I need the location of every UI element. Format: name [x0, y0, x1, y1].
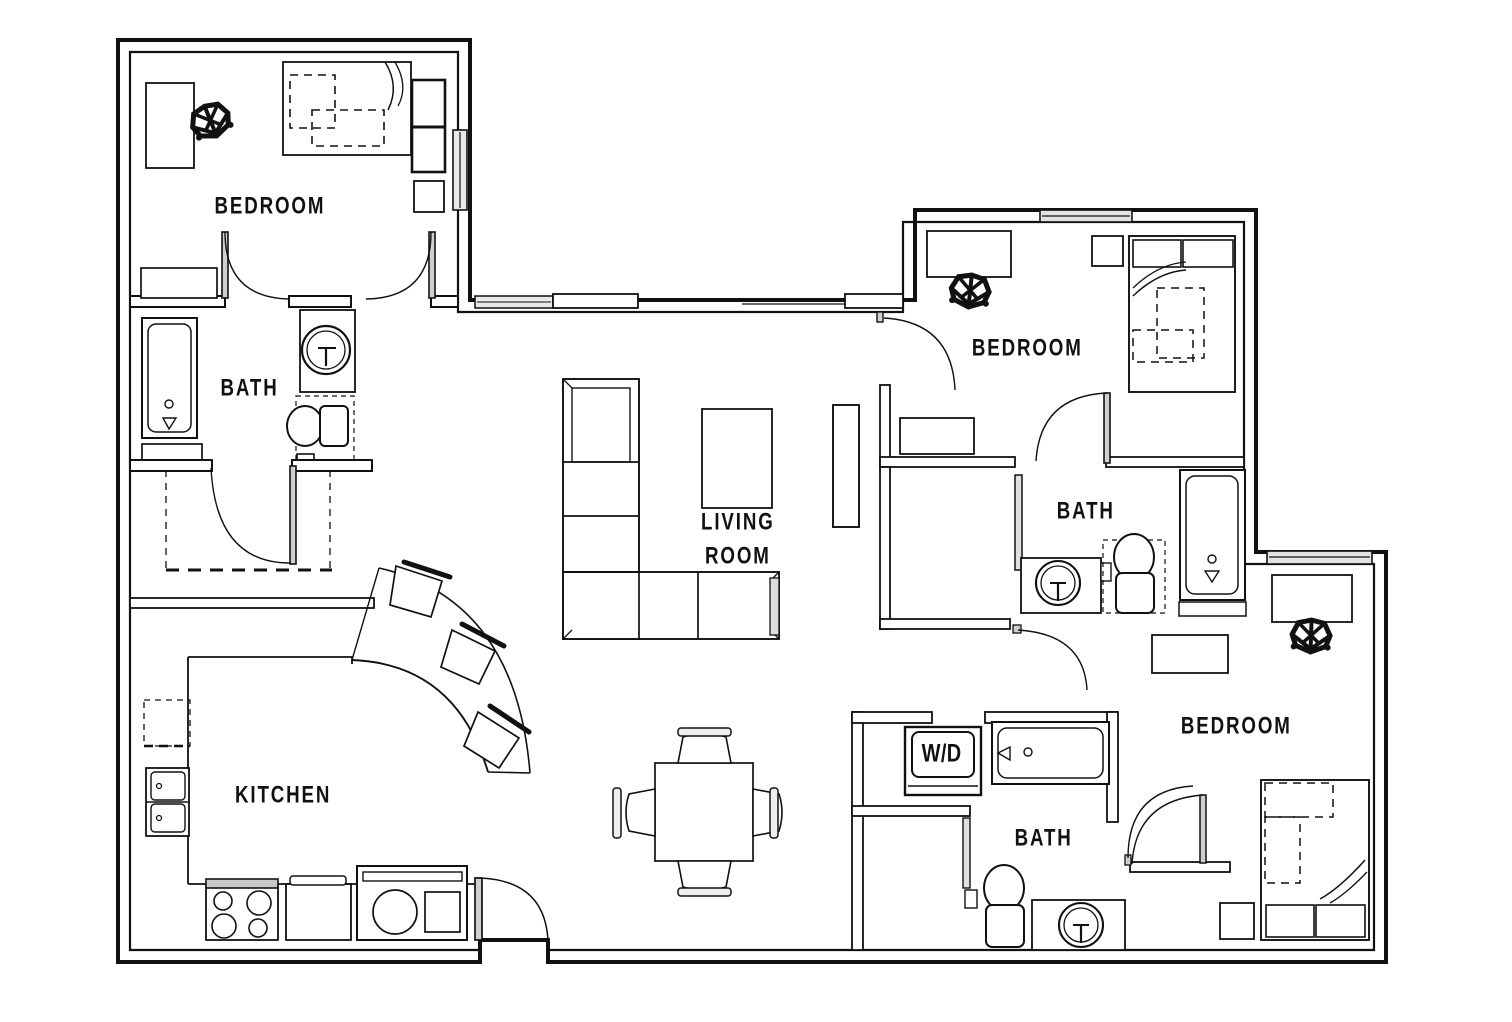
nightstand-bedroom-ne	[1091, 235, 1124, 267]
window-bedroom-ne	[1039, 209, 1133, 223]
room-label-bedroom-se: BEDROOM	[1181, 712, 1292, 739]
coffee-table	[701, 408, 773, 509]
dresser-bedroom-nw	[140, 267, 218, 299]
room-bath-right: BATH	[879, 466, 1247, 691]
door-bedroom-se	[1131, 794, 1207, 865]
bathtub-bath-nw	[141, 317, 198, 439]
bar-stool-2	[439, 621, 507, 686]
bar-stool-1	[389, 559, 453, 619]
wall-bedroom-ne-south-a	[879, 456, 1016, 468]
closet-bedroom-nw	[410, 78, 447, 174]
door-bedroom-nw-left	[221, 231, 291, 300]
room-label-bath-ne: BATH	[1057, 497, 1115, 524]
window-bedroom-se	[1266, 550, 1373, 565]
kitchen-north-wall	[129, 597, 375, 609]
desk-bedroom-se	[1271, 574, 1353, 623]
room-bath-left: BATH	[129, 309, 373, 565]
toilet-bath-se	[964, 864, 1025, 948]
range-cooktop	[205, 878, 279, 941]
dining-chair-bottom	[677, 860, 732, 897]
wall-bedroom-ne-west	[879, 384, 891, 466]
door-bedroom-nw-right	[365, 231, 436, 300]
dining-set	[612, 727, 783, 897]
door-bedroom-ne-hall	[876, 311, 956, 391]
desk-bedroom-nw	[145, 82, 195, 169]
room-label-bath-nw: BATH	[221, 374, 279, 401]
bath-se-partition	[962, 817, 971, 889]
vanity-bath-ne	[1020, 557, 1112, 614]
window-bedroom-nw	[452, 129, 468, 211]
bath-ne-partition	[1014, 474, 1023, 571]
sectional-sofa	[562, 378, 780, 640]
toilet-bath-ne	[1102, 533, 1166, 614]
washer-dryer-label: W/D	[922, 740, 962, 768]
media-console	[832, 404, 860, 528]
wall-bath-ne-south	[879, 618, 1011, 630]
wall-bath-ne-west	[879, 466, 891, 630]
washer-dryer-closet	[903, 725, 983, 797]
bathtub-bath-ne	[1178, 469, 1247, 617]
dishwasher	[285, 875, 352, 941]
vanity-bath-se	[1031, 899, 1126, 951]
room-bedroom-bottom-right: BEDROOM	[1129, 550, 1373, 941]
room-bath-bottom: W/D BATH	[851, 711, 1194, 951]
door-bath-ne-hall	[1012, 624, 1088, 691]
dresser-bedroom-ne	[899, 417, 975, 455]
wall-bath-se-mid	[851, 805, 971, 817]
wall-bath-se-north-a	[851, 711, 933, 724]
room-label-bath-se: BATH	[1015, 824, 1073, 851]
bed-bedroom-se	[1260, 779, 1370, 941]
wall-bath-se-west	[851, 711, 864, 951]
nightstand-bedroom-nw	[413, 180, 445, 213]
desk-bedroom-ne	[926, 230, 1012, 278]
hall-soffit-dashes	[165, 470, 332, 572]
door-bath-se	[1124, 785, 1194, 866]
dining-table	[654, 762, 754, 862]
room-bedroom-top-right: BEDROOM	[876, 209, 1245, 468]
room-living: LIVING ROOM	[562, 378, 860, 640]
room-bedroom-top-left: BEDROOM	[129, 61, 468, 308]
dresser-bedroom-se	[1151, 634, 1229, 674]
bathtub-bath-se	[991, 721, 1110, 785]
door-bath-nw	[210, 465, 297, 565]
nightstand-bedroom-se	[1219, 902, 1255, 940]
refrigerator	[356, 865, 468, 941]
bed-bedroom-nw	[282, 61, 412, 156]
vanity-bath-nw	[299, 309, 356, 393]
entry-door	[474, 877, 549, 942]
room-label-living-line2: ROOM	[705, 542, 771, 569]
room-kitchen: KITCHEN	[129, 559, 532, 941]
wall-bedroom-ne-south-b	[1105, 456, 1245, 468]
dining-chair-top	[677, 727, 732, 764]
door-bath-ne	[1035, 392, 1111, 464]
toilet-bath-nw	[286, 395, 355, 464]
room-label-kitchen: KITCHEN	[235, 781, 331, 808]
room-label-living-line1: LIVING	[701, 508, 775, 535]
room-label-bedroom-ne: BEDROOM	[972, 334, 1083, 361]
window-corridor-b	[552, 293, 639, 309]
kitchen-counter-edge	[188, 656, 353, 664]
corridor-windows	[474, 293, 904, 309]
dining-chair-right	[752, 787, 783, 839]
wall-bedroom-se-west	[1129, 861, 1231, 873]
room-label-bedroom-nw: BEDROOM	[214, 192, 325, 219]
bed-bedroom-ne	[1128, 235, 1236, 393]
window-corridor-c	[844, 293, 904, 309]
kitchen-sink	[145, 767, 190, 837]
bar-stool-3	[462, 703, 532, 770]
dining-chair-left	[612, 787, 656, 839]
